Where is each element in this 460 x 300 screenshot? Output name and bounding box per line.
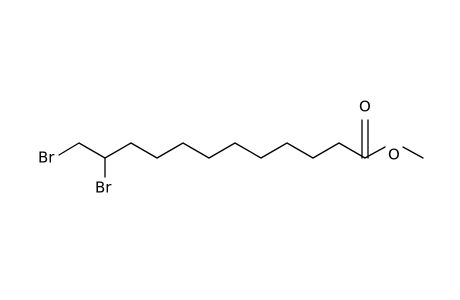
bromine-label-branch: Br — [95, 179, 112, 197]
bond-c1-c2 — [78, 142, 106, 159]
ester-oxygen-label: O — [388, 146, 400, 164]
bond-c5-c6 — [182, 142, 210, 159]
bond-c11-c12 — [338, 142, 366, 159]
bond-oester-methyl — [402, 146, 424, 159]
bond-c12-oester — [364, 146, 386, 159]
bond-c3-c4 — [130, 142, 158, 159]
bond-c9-c10 — [286, 142, 314, 159]
bond-br1-c1 — [58, 142, 80, 156]
carbonyl-oxygen-label: O — [359, 98, 371, 116]
bond-c7-c8 — [234, 142, 262, 159]
bond-c6-c7 — [208, 142, 236, 159]
bond-c2-c3 — [104, 142, 132, 159]
bond-c4-c5 — [156, 142, 184, 159]
bromine-label-terminal: Br — [38, 149, 55, 167]
bond-c8-c9 — [260, 142, 288, 159]
bond-c10-c11 — [312, 142, 340, 159]
